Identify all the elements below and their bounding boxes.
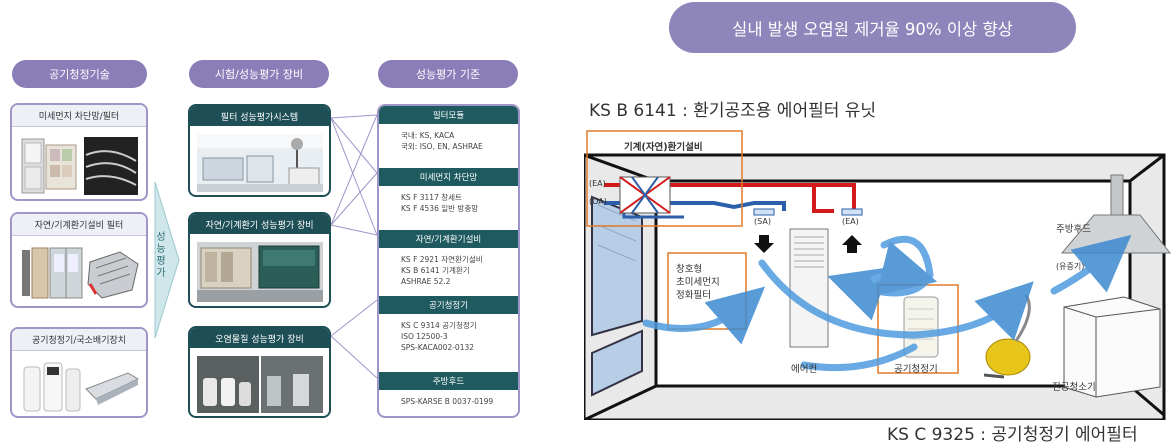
tech-card-air-purifier: 공기청정기/국소배기장치	[10, 327, 148, 418]
ea-left-label: (EA)	[589, 179, 606, 188]
eq-card-title: 자연/기계환기 성능평가 장비	[190, 214, 329, 234]
evaluation-vertical-label: 성 능 평 가	[156, 232, 166, 279]
flow-arrow	[154, 181, 180, 339]
ea-right-label: (EA)	[842, 217, 859, 226]
eq-card-ventilation-equipment: 자연/기계환기 성능평가 장비	[188, 212, 331, 308]
sa-label: (SA)	[754, 217, 771, 226]
equipment-column-header: 시험/성능평가 장비	[189, 60, 329, 88]
ks-c-9325-caption: KS C 9325 : 공기청정기 에어필터	[887, 425, 1138, 444]
ventilation-filter-photo	[20, 244, 139, 299]
standard-title: 공기청정기	[379, 296, 518, 314]
hood-sub-label: (유증기)	[1056, 262, 1085, 271]
window-filter-label: 창호형 초미세먼지 정화필터	[676, 264, 720, 301]
hood-label: 주방후드	[1056, 224, 1091, 235]
room-diagram: 기계(자연)환기설비 (EA) (OA) (SA) (EA) 주방후드 (유증기…	[582, 125, 1174, 422]
ventilation-equipment-photo	[197, 242, 323, 302]
standard-title: 자연/기계환기설비	[379, 230, 518, 248]
tech-card-ventilation-filter: 자연/기계환기설비 필터	[10, 212, 148, 308]
ks-b-6141-caption: KS B 6141 : 환기공조용 에어필터 유닛	[589, 101, 877, 121]
aircon-label: 에어컨	[791, 364, 818, 375]
standard-title: 주방후드	[379, 372, 518, 390]
standard-column-header: 성능평가 기준	[378, 60, 518, 88]
eq-card-pollutant-equipment: 오염물질 성능평가 장비	[188, 326, 331, 418]
eq-card-title: 필터 성능평가시스템	[190, 106, 329, 126]
pollutant-equipment-photo	[197, 356, 323, 413]
purifier-label: 공기청정기	[894, 364, 938, 375]
dust-screen-photo	[20, 135, 138, 195]
vacuum-label: 진공청소기	[1052, 382, 1096, 393]
tech-card-title: 미세먼지 차단망/필터	[12, 105, 146, 127]
tech-card-dust-screen: 미세먼지 차단망/필터	[10, 103, 148, 201]
oa-left-label: (OA)	[589, 197, 607, 206]
connector-lines	[330, 114, 378, 379]
headline-pill: 실내 발생 오염원 제거율 90% 이상 향상	[669, 2, 1076, 53]
eq-card-filter-system: 필터 성능평가시스템	[188, 104, 331, 197]
eq-card-title: 오염물질 성능평가 장비	[190, 328, 329, 348]
standard-title: 필터모듈	[379, 106, 518, 124]
tech-card-title: 공기청정기/국소배기장치	[12, 329, 146, 351]
tech-card-title: 자연/기계환기설비 필터	[12, 214, 146, 236]
filter-system-photo	[197, 134, 323, 192]
room-illustration	[582, 130, 1172, 422]
tech-column-header: 공기청정기술	[12, 60, 147, 88]
standard-lines: SPS-KARSE B 0037-0199	[401, 397, 494, 406]
ventilation-label: 기계(자연)환기설비	[624, 142, 703, 153]
air-purifier-photo	[20, 359, 140, 412]
standard-title: 미세먼지 차단망	[379, 168, 518, 186]
